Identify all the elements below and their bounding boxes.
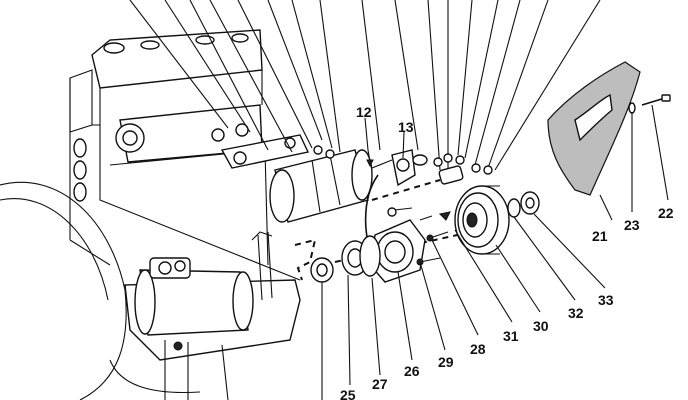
label-27: 27 <box>372 376 388 392</box>
parts-32-33 <box>507 191 540 218</box>
parts-12-13 <box>364 149 428 256</box>
label-22: 22 <box>658 205 674 221</box>
part-labels: 12 13 21 22 23 25 26 27 28 29 30 31 32 3… <box>340 104 674 400</box>
label-21: 21 <box>592 228 608 244</box>
label-31: 31 <box>503 328 519 344</box>
small-hardware-row <box>313 145 493 221</box>
label-28: 28 <box>470 341 486 357</box>
upper-leader-lines <box>129 0 601 171</box>
label-13: 13 <box>398 119 414 135</box>
engine-block <box>0 29 301 400</box>
parts-21-22-23 <box>547 61 671 221</box>
label-30: 30 <box>533 318 549 334</box>
leader-lines <box>321 117 606 400</box>
label-32: 32 <box>568 305 584 321</box>
label-12: 12 <box>356 104 372 120</box>
label-29: 29 <box>438 354 454 370</box>
label-26: 26 <box>404 363 420 379</box>
parts-28-29-screws <box>416 211 451 266</box>
label-23: 23 <box>624 217 640 233</box>
part-27-gasket <box>341 235 381 277</box>
part-30-pulley <box>454 185 510 255</box>
part-25-seal <box>310 257 334 283</box>
starter-motor <box>134 257 254 400</box>
label-33: 33 <box>598 292 614 308</box>
label-25: 25 <box>340 387 356 400</box>
